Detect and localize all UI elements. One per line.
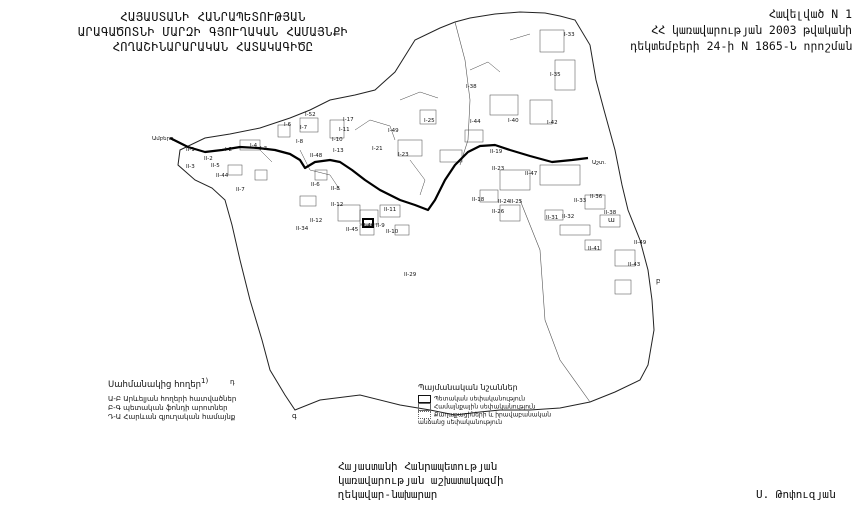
parcel-label: II-32 (562, 214, 574, 220)
parcel-label: I-40 (508, 118, 519, 124)
corner-g: գ (292, 412, 297, 420)
corner-a: ա (608, 216, 615, 224)
parcel-label: I-33 (564, 32, 575, 38)
parcel-label: I-10 (332, 137, 343, 143)
parcel-label: II-26 (492, 209, 505, 215)
appendix-line: ՀՀ կառավարության 2003 թվականի (651, 23, 852, 37)
state-property-parcel (362, 218, 374, 228)
corner-b: բ (656, 277, 660, 285)
parcel-label: II-10 (386, 229, 399, 235)
appendix-line: Հավելված N 1 (768, 7, 852, 21)
parcel-label: II-29 (404, 272, 417, 278)
title-line: ԱՐԱԳԱԾՈՏՆԻ ՄԱՐԶԻ ԳՅՈՒՂԱԿԱՆ ՀԱՄԱՅՆՔԻ (77, 25, 349, 39)
road-label-left: Ամբերդ (152, 136, 174, 142)
state-swatch-icon (418, 395, 431, 403)
map-title: ՀԱՅԱՍՏԱՆԻ ՀԱՆՐԱՊԵՏՈՒԹՅԱՆ ԱՐԱԳԱԾՈՏՆԻ ՄԱՐԶ… (8, 10, 418, 55)
parcel-label: I-23 (398, 152, 409, 158)
parcel-label: II-6 (311, 182, 320, 188)
parcel-label: II-45 (346, 227, 359, 233)
legend-item: Ա-Բ Արևելյան հողերի հատվածներ (108, 394, 237, 403)
parcel-label: II-49 (634, 240, 647, 246)
parcel-label: I-25 (424, 118, 435, 124)
title-line: ՀՈՂԱՇԻՆԱՐԱՐԱԿԱՆ ՀԱՏԱԿԱԳԻԾԸ (112, 40, 314, 54)
appendix-note: Հավելված N 1 ՀՀ կառավարության 2003 թվակա… (552, 6, 852, 54)
parcel-label: I-17 (343, 117, 354, 123)
parcel-label: II-38 (604, 210, 617, 216)
title-line: ՀԱՅԱՍՏԱՆԻ ՀԱՆՐԱՊԵՏՈՒԹՅԱՆ (120, 10, 306, 24)
parcel-label: II-7 (236, 187, 245, 193)
parcel-label: II-5 (211, 163, 220, 169)
parcel-label: II-23 (492, 166, 505, 172)
parcel-label: I-3 (260, 146, 268, 152)
road-label-right: Աշտ. (592, 160, 606, 166)
parcel-label: II-18 (472, 197, 485, 203)
legend-item: Պետական սեփականություն (418, 395, 568, 403)
legend-heading: Սահմանակից հողեր1) (108, 376, 209, 390)
community-boundary (177, 11, 655, 416)
signatory-line: Հայաստանի Հանրապետության (338, 460, 497, 473)
parcel-label: II-36 (590, 194, 603, 200)
parcel-label: I-44 (470, 119, 481, 125)
parcel-label: II-12 (331, 202, 343, 208)
parcel-label: II-24 (498, 199, 511, 205)
parcel-label: I-6 (284, 122, 292, 128)
adjacent-lands-legend: Սահմանակից հողեր1) Ա-Բ Արևելյան հողերի հ… (108, 376, 258, 422)
parcel-label: II-9 (376, 223, 385, 229)
parcel-label: II-3 (186, 164, 195, 170)
signatory-block: Հայաստանի Հանրապետության կառավարության ա… (338, 460, 598, 502)
signatory-line: ղեկավար-նախարար (338, 488, 438, 501)
parcel-label: I-4 (250, 143, 258, 149)
main-road (169, 137, 589, 212)
legend-item: Դ-Ա Հարևան գյուղական համայնք (108, 412, 236, 421)
inner-boundary (454, 21, 591, 403)
parcel-label: II-2 (204, 156, 213, 162)
community-swatch-icon (418, 403, 431, 411)
legend-heading: Պայմանական նշաններ (418, 383, 518, 392)
parcel-label: II-48 (310, 153, 323, 159)
parcel-label: II-44 (216, 173, 229, 179)
parcel-label: II-41 (588, 246, 600, 252)
parcel-label: I-21 (372, 146, 383, 152)
parcel-label: I-8 (296, 139, 304, 145)
parcel-label: I-38 (466, 84, 477, 90)
parcel-label: I-35 (550, 72, 561, 78)
parcel-label: I-49 (388, 128, 399, 134)
parcel-outlines (227, 29, 636, 295)
signatory-name: Ս. Թոփուզյան (756, 488, 836, 501)
parcel-label: II-19 (490, 149, 503, 155)
legend-item: Բ-Գ պետական ֆոնդի արոտներ (108, 403, 228, 412)
parcel-label: I-13 (333, 148, 344, 154)
parcel-label: II-12 (310, 218, 322, 224)
private-swatch-icon (418, 411, 431, 419)
signatory-line: կառավարության աշխատակազմի (338, 474, 504, 487)
parcel-label: I-11 (339, 127, 350, 133)
appendix-line: դեկտեմբերի 24-ի N 1865-Ն որոշման (630, 39, 852, 53)
parcel-label: II-8 (331, 186, 340, 192)
parcel-label: II-1 (186, 147, 195, 153)
parcel-labels: I-33 I-35 I-38 I-40 I-42 I-44 I-25 I-49 … (186, 32, 647, 278)
legend-item: Քաղաքացիների և իրավաբանական անձանց սեփակ… (418, 411, 552, 426)
parcel-label: II-33 (574, 198, 587, 204)
parcel-label: II-47 (525, 171, 538, 177)
parcel-label: I-2 (225, 147, 232, 153)
symbols-legend: Պայմանական նշաններ Պետական սեփականությու… (418, 384, 568, 426)
corner-d: դ (230, 378, 235, 386)
parcel-label: I-7 (300, 125, 308, 131)
parcel-label: II-11 (384, 207, 396, 213)
parcel-label: II-46 (362, 223, 375, 229)
parcel-label: II-34 (296, 226, 309, 232)
parcel-label: I-42 (547, 120, 558, 126)
parcel-label: I-52 (305, 112, 316, 118)
parcel-label: II-43 (628, 262, 641, 268)
parcel-label: II-25 (510, 199, 523, 205)
parcel-label: II-31 (546, 215, 558, 221)
legend-item: Համայնքային սեփականություն (418, 403, 568, 411)
